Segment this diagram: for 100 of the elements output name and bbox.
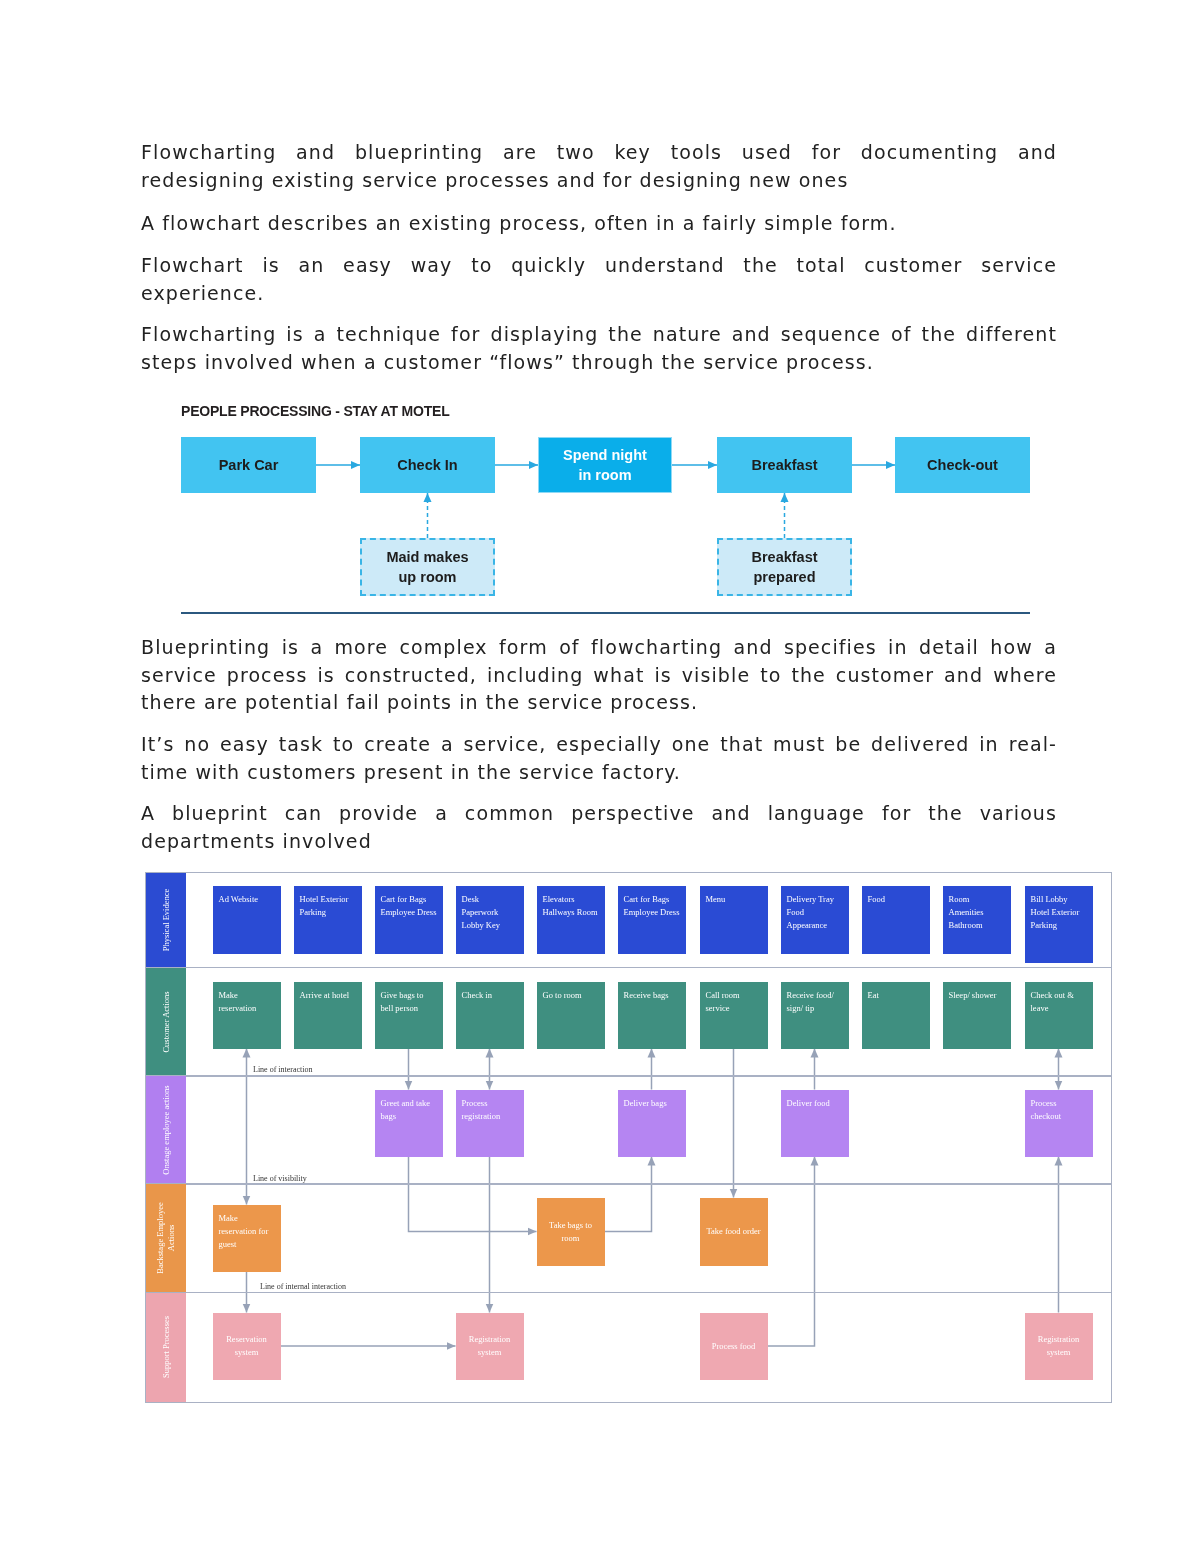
process-box [212, 981, 281, 1049]
box-label: Check out & leave [1030, 988, 1075, 1015]
paragraph: It’s no easy task to create a service, especially one that must be delivered in real-time with customers present in the service factory. [141, 732, 1057, 785]
process-box [538, 437, 672, 493]
dashed-box [360, 538, 495, 596]
box-label: Receive food/ sign/ tip [786, 988, 835, 1015]
box-label: Registration system [467, 1333, 512, 1359]
lane-title: Customer Actions [160, 989, 172, 1055]
arrow [780, 492, 789, 539]
process-box [861, 885, 930, 954]
arrow [671, 461, 718, 469]
box-label: Ad Website [218, 892, 260, 906]
process-box [212, 885, 281, 954]
swimlane [145, 1291, 1112, 1403]
lane-title: Support Processes [160, 1314, 172, 1381]
paragraph: Flowcharting is a technique for displaying the nature and sequence of the different steps involved when a customer “flows” through the service process. [141, 322, 1057, 375]
process-box [699, 1312, 768, 1380]
process-box [1024, 1089, 1093, 1157]
process-box [1024, 1312, 1093, 1380]
double-arrow [242, 1047, 251, 1206]
process-box [699, 885, 768, 954]
arrow [279, 1342, 457, 1350]
lane-title: Backstage Employee Actions [155, 1201, 177, 1276]
process-box [374, 885, 443, 954]
box-label: Menu [705, 892, 727, 906]
box-label: Process registration [461, 1096, 502, 1123]
arrow [729, 1047, 738, 1199]
box-label: Take bags to room [548, 1218, 593, 1245]
paragraph: Flowchart is an easy way to quickly understand the total customer service experience. [141, 253, 1057, 306]
arrow [315, 461, 361, 469]
process-box [455, 885, 524, 954]
box-label: Check In [397, 456, 458, 475]
double-arrow [1054, 1047, 1063, 1091]
process-box [374, 1089, 443, 1157]
process-box [1024, 885, 1093, 963]
box-label: Desk Paperwork Lobby Key [461, 892, 501, 932]
box-label: Breakfast [751, 456, 818, 475]
box-label: Bill Lobby Hotel Exterior Parking [1030, 892, 1081, 932]
process-box [780, 885, 849, 954]
process-box [699, 1197, 768, 1266]
box-label: Food [867, 892, 886, 906]
box-label: Check-out [927, 456, 998, 475]
lane-title: Physical Evidence [160, 887, 172, 954]
arrow [404, 1047, 413, 1091]
process-box [942, 981, 1011, 1049]
process-box [455, 1089, 524, 1157]
box-label: Delivery Tray Food Appearance [786, 892, 835, 932]
arrow [423, 492, 432, 539]
box-label: Breakfast prepared [750, 548, 819, 587]
process-box [617, 981, 686, 1049]
line-label: Line of interaction [253, 1065, 313, 1074]
box-label: Park Car [218, 456, 279, 475]
box-label: Registration system [1036, 1333, 1081, 1359]
arrow [766, 1155, 819, 1347]
box-label: Maid makes up room [385, 548, 470, 587]
paragraph: Blueprinting is a more complex form of flowcharting and specifies in detail how a service process is constructed, including what is visible to the customer and where there are potential fail points in the service process. [141, 635, 1057, 715]
box-label: Give bags to bell person [380, 988, 425, 1015]
arrow [494, 461, 539, 469]
lane-title: Onstage employee actions [160, 1084, 172, 1177]
paragraph: Flowcharting and blueprinting are two key tools used for documenting and redesigning existing service processes and for designing new ones [141, 140, 1057, 193]
box-label: Receive bags [623, 988, 670, 1002]
arrow [851, 461, 896, 469]
box-label: Elevators Hallways Room [542, 892, 599, 919]
arrow [407, 1155, 538, 1236]
process-box [780, 1089, 849, 1157]
process-box [455, 1312, 524, 1380]
box-label: Greet and take bags [380, 1096, 432, 1123]
process-box [212, 1204, 281, 1272]
process-box [181, 437, 316, 493]
box-label: Make reservation for guest [218, 1211, 270, 1251]
line-label: Line of internal interaction [260, 1282, 346, 1291]
box-label: Go to room [542, 988, 583, 1002]
double-arrow [485, 1047, 494, 1091]
paragraph: A flowchart describes an existing process, often in a fairly simple form. [141, 211, 898, 236]
swimlane [145, 966, 1112, 1077]
arrow [242, 1270, 251, 1314]
box-label: Call room service [705, 988, 741, 1015]
process-box [861, 981, 930, 1049]
box-label: Take food order [706, 1225, 761, 1238]
arrow [1054, 1155, 1063, 1314]
box-label: Room Amenities Bathroom [948, 892, 985, 932]
process-box [293, 885, 362, 954]
process-box [895, 437, 1030, 493]
arrow [603, 1155, 656, 1233]
box-label: Cart for Bags Employee Dress [380, 892, 437, 919]
box-label: Make reservation [218, 988, 258, 1015]
line-label: Line of visibility [253, 1174, 307, 1183]
box-label: Process checkout [1030, 1096, 1063, 1123]
dashed-box [717, 538, 852, 596]
process-box [942, 885, 1011, 954]
arrow [647, 1047, 656, 1091]
process-box [455, 981, 524, 1049]
box-label: Sleep/ shower [948, 988, 998, 1002]
box-label: Deliver food [786, 1096, 831, 1110]
process-box [536, 1197, 605, 1266]
box-label: Cart for Bags Employee Dress [623, 892, 680, 919]
process-box [699, 981, 768, 1049]
box-label: Eat [867, 988, 880, 1002]
process-box [212, 1312, 281, 1380]
process-box [536, 981, 605, 1049]
